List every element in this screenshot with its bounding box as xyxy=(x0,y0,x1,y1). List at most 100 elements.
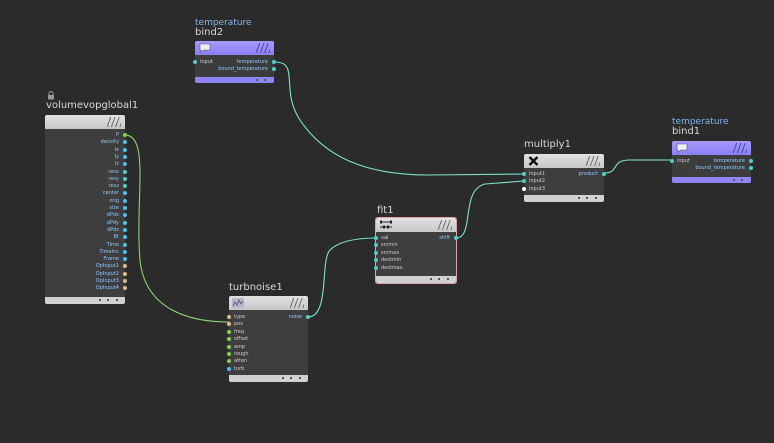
multiply1-input-port-0[interactable] xyxy=(522,172,526,176)
bind2-output-port-1[interactable] xyxy=(272,67,276,71)
volumevopglobal1-body xyxy=(45,129,125,297)
multiply1-input-port-1[interactable] xyxy=(522,179,526,184)
turbnoise1-input-port-5[interactable] xyxy=(227,352,231,356)
volumevopglobal1-output-port-3[interactable] xyxy=(123,154,127,159)
bind1-output-port-1[interactable] xyxy=(749,166,753,170)
fit1-input-port-1[interactable] xyxy=(374,243,378,248)
turbnoise1-header[interactable] xyxy=(229,296,308,310)
multiply1-flags[interactable] xyxy=(586,156,600,166)
wire-multiply1-to-bind1[interactable] xyxy=(603,159,672,174)
volumevopglobal1-output-label-16: TimeInc xyxy=(99,248,119,255)
bind1-output-port-0[interactable] xyxy=(749,159,753,163)
turbnoise1-input-port-0[interactable] xyxy=(227,315,231,319)
bind1-flags[interactable] xyxy=(733,143,747,153)
fit1-flags[interactable] xyxy=(438,220,452,230)
volumevopglobal1-output-port-9[interactable] xyxy=(123,198,127,203)
multiply-icon xyxy=(528,156,539,166)
turbnoise1-flags[interactable] xyxy=(290,298,304,308)
fit1-input-label-3: destmin xyxy=(381,257,402,264)
bind2-header[interactable] xyxy=(195,41,274,55)
bind1-output-label-0: temperature xyxy=(713,158,745,164)
wire-bind2-to-multiply1[interactable] xyxy=(274,61,525,176)
volumevopglobal1-output-port-21[interactable] xyxy=(123,286,127,291)
turbnoise1-input-port-6[interactable] xyxy=(227,359,231,364)
volumevopglobal1-output-port-4[interactable] xyxy=(123,162,127,167)
multiply1-output-port-0[interactable] xyxy=(602,172,606,176)
bind1-node[interactable]: input temperature bound_temperature xyxy=(670,141,753,183)
fit1-name[interactable]: fit1 xyxy=(377,205,394,216)
volumevopglobal1-output-port-14[interactable] xyxy=(123,235,127,240)
turbnoise1-footer xyxy=(229,375,308,382)
multiply1-footer xyxy=(524,195,604,202)
bind2-name[interactable]: bind2 xyxy=(195,27,224,38)
fit1-output-port-0[interactable] xyxy=(454,236,458,240)
fit1-input-port-2[interactable] xyxy=(374,250,378,255)
wire-turbnoise1-to-fit1[interactable] xyxy=(307,237,378,318)
volumevopglobal1-output-port-6[interactable] xyxy=(123,176,127,181)
volumevopglobal1-output-port-18[interactable] xyxy=(123,264,127,269)
noise-icon xyxy=(232,298,244,308)
turbnoise1-name[interactable]: turbnoise1 xyxy=(229,282,283,293)
multiply1-input-port-2[interactable] xyxy=(522,186,526,191)
volumevopglobal1-output-label-5: resx xyxy=(108,168,119,175)
wire-P-to-turbnoise1[interactable] xyxy=(124,134,230,323)
volumevopglobal1-output-port-7[interactable] xyxy=(123,184,127,189)
fit-range-icon xyxy=(380,220,392,229)
fit1-input-label-2: srcmax xyxy=(381,249,400,256)
volumevopglobal1-output-port-20[interactable] xyxy=(123,279,127,283)
volumevopglobal1-output-port-19[interactable] xyxy=(123,271,127,276)
bind2-node[interactable]: input temperature bound_temperature xyxy=(193,41,276,83)
fit1-header[interactable] xyxy=(376,218,456,232)
bind2-flags[interactable] xyxy=(256,43,270,53)
turbnoise1-input-label-5: rough xyxy=(234,351,249,357)
bind1-header[interactable] xyxy=(672,141,751,155)
bind1-name[interactable]: bind1 xyxy=(672,126,701,137)
turbnoise1-input-port-4[interactable] xyxy=(227,344,231,349)
volumevopglobal1-output-port-16[interactable] xyxy=(123,249,127,254)
turbnoise1-output-port-0[interactable] xyxy=(306,315,310,319)
fit1-footer xyxy=(376,276,456,283)
volumevopglobal1-output-port-12[interactable] xyxy=(123,220,127,225)
turbnoise1-input-port-7[interactable] xyxy=(227,366,231,371)
lock-icon[interactable] xyxy=(47,91,55,100)
volumevopglobal1-output-port-5[interactable] xyxy=(123,169,127,174)
volumevopglobal1-flags[interactable] xyxy=(107,117,121,127)
bind2-output-port-0[interactable] xyxy=(272,60,276,64)
volumevopglobal1-output-port-0[interactable] xyxy=(123,133,127,137)
bind1-input-port-0[interactable] xyxy=(670,159,674,163)
turbnoise1-input-port-1[interactable] xyxy=(227,322,231,327)
volumevopglobal1-output-label-4: Iz xyxy=(114,161,119,168)
volumevopglobal1-output-port-11[interactable] xyxy=(123,213,127,218)
fit1-input-port-4[interactable] xyxy=(374,265,378,270)
volumevopglobal1-output-port-2[interactable] xyxy=(123,147,127,152)
volumevopglobal1-output-port-15[interactable] xyxy=(123,242,127,247)
fit1-input-port-3[interactable] xyxy=(374,258,378,263)
volumevopglobal1-output-label-11: dPdx xyxy=(106,212,119,219)
volumevopglobal1-name[interactable]: volumevopglobal1 xyxy=(46,100,139,111)
fit1-input-port-0[interactable] xyxy=(374,236,378,240)
bind2-footer xyxy=(195,77,274,83)
multiply1-output-label-0: product xyxy=(578,171,598,177)
turbnoise1-body xyxy=(229,310,308,375)
multiply1-name[interactable]: multiply1 xyxy=(524,139,571,150)
turbnoise1-input-port-3[interactable] xyxy=(227,337,231,342)
multiply1-header[interactable] xyxy=(524,154,604,168)
bind2-subtitle: temperature xyxy=(195,18,252,28)
volumevopglobal1-output-label-10: size xyxy=(109,205,119,211)
volumevopglobal1-output-port-10[interactable] xyxy=(123,206,127,210)
volumevopglobal1-output-port-8[interactable] xyxy=(123,191,127,196)
volumevopglobal1-output-port-1[interactable] xyxy=(123,140,127,145)
turbnoise1-input-port-2[interactable] xyxy=(227,329,231,334)
bind1-output-label-1: bound_temperature xyxy=(695,165,745,171)
volumevopglobal1-output-port-17[interactable] xyxy=(123,257,127,262)
volumevopglobal1-output-port-13[interactable] xyxy=(123,227,127,232)
bind2-input-port-0[interactable] xyxy=(193,60,197,64)
volumevopglobal1-output-label-8: center xyxy=(102,190,119,197)
volumevopglobal1-output-label-7: resz xyxy=(108,183,119,190)
volumevopglobal1-header[interactable] xyxy=(45,115,125,129)
wire-fit1-to-multiply1[interactable] xyxy=(455,180,525,239)
